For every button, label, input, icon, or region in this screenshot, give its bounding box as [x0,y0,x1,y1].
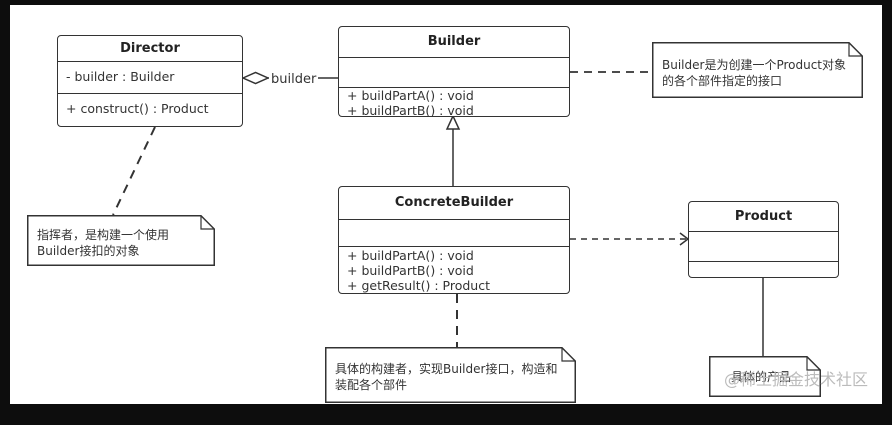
concrete-builder-operation: + buildPartA() : void [347,248,474,263]
concrete-builder-class-name: ConcreteBuilder [339,187,569,220]
product-operations [689,262,838,276]
aggregation-diamond [241,71,270,85]
director-attributes: - builder : Builder [58,62,242,94]
product-class-name: Product [689,202,838,232]
builder-class[interactable]: Builder + buildPartA() : void + buildPar… [338,26,570,120]
builder-note: Builder是为创建一个Product对象的各个部件指定的接口 [652,42,863,98]
director-class-name: Director [58,36,242,62]
connector-layer [112,71,764,358]
note-shape [652,42,863,98]
builder-operations: + buildPartA() : void + buildPartB() : v… [339,88,569,120]
association-label: builder [269,72,319,87]
builder-class-name: Builder [339,27,569,58]
concrete-builder-note-text: 具体的构建者，实现Builder接口，构造和装配各个部件 [335,362,558,392]
note-shape [325,347,576,403]
director-attribute: - builder : Builder [66,69,175,84]
generalization-arrowhead [445,114,461,130]
watermark: @稀土掘金技术社区 [723,370,868,389]
concrete-builder-operation: + buildPartB() : void [347,263,474,278]
director-note-text: 指挥者，是构建一个使用Builder接扣的对象 [37,228,170,258]
concrete-builder-attributes [339,220,569,247]
product-attributes [689,232,838,262]
director-note: 指挥者，是构建一个使用Builder接扣的对象 [27,215,215,266]
concrete-builder-operation: + getResult() : Product [347,278,490,293]
builder-note-text: Builder是为创建一个Product对象的各个部件指定的接口 [662,58,847,88]
builder-attributes [339,58,569,88]
diagram-canvas: Director - builder : Builder + construct… [10,5,882,404]
director-class[interactable]: Director - builder : Builder + construct… [57,35,243,127]
concrete-builder-class[interactable]: ConcreteBuilder + buildPartA() : void + … [338,186,570,294]
director-operations: + construct() : Product [58,94,242,119]
product-class[interactable]: Product [688,201,839,278]
director-note-anchor [112,126,156,216]
director-operation: + construct() : Product [66,101,209,116]
concrete-builder-note: 具体的构建者，实现Builder接口，构造和装配各个部件 [325,347,576,403]
note-shape [709,356,821,397]
builder-operation: + buildPartB() : void [347,103,474,118]
concrete-builder-operations: + buildPartA() : void + buildPartB() : v… [339,247,569,295]
note-shape [27,215,215,266]
builder-operation: + buildPartA() : void [347,88,474,103]
product-note: 具体的产品 [709,356,821,397]
product-note-text: 具体的产品 [731,370,792,384]
